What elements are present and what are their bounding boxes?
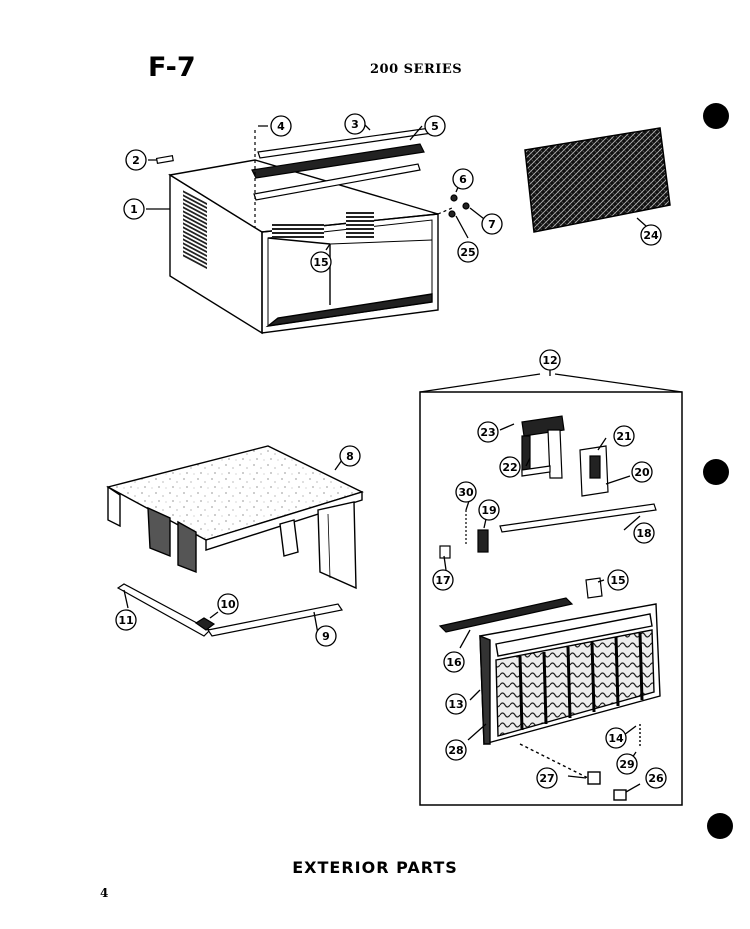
binder-hole-marker	[703, 103, 729, 129]
callout-4: 4	[277, 120, 285, 133]
callout-30: 30	[458, 486, 474, 499]
callout-15: 15	[313, 256, 328, 269]
callout-20: 20	[634, 466, 650, 479]
callout-2: 2	[132, 154, 140, 167]
callout-7: 7	[488, 218, 496, 231]
callout-11: 11	[118, 614, 133, 627]
outer-case-cover	[106, 445, 364, 590]
callout-19: 19	[481, 504, 496, 517]
callout-10: 10	[220, 598, 236, 611]
callout-25: 25	[460, 246, 475, 259]
callout-29: 29	[619, 758, 634, 771]
cabinet-shell	[168, 159, 439, 335]
control-panel-parts	[438, 415, 657, 633]
fastener-parts	[155, 130, 470, 228]
front-grille-panel	[479, 603, 661, 801]
air-filter-panel	[524, 127, 671, 233]
figure-code: F-7	[148, 52, 196, 83]
callout-24: 24	[643, 229, 659, 242]
page-number: 4	[100, 886, 109, 900]
series-label: 200 SERIES	[370, 62, 463, 77]
binder-hole-marker	[707, 813, 733, 839]
binder-hole-marker	[703, 459, 729, 485]
callout-9: 9	[322, 630, 330, 643]
callout-3: 3	[351, 118, 359, 131]
callout-14: 14	[608, 732, 624, 745]
callout-28: 28	[448, 744, 463, 757]
assembly-frame	[419, 391, 683, 806]
callout-6: 6	[459, 173, 467, 186]
diagram-caption: EXTERIOR PARTS	[292, 858, 458, 877]
callout-26: 26	[648, 772, 664, 785]
callout-18: 18	[636, 527, 651, 540]
callout-16: 16	[446, 656, 462, 669]
callout-21: 21	[616, 430, 631, 443]
callout-8: 8	[346, 450, 354, 463]
callout-23: 23	[480, 426, 495, 439]
top-rail-strips	[251, 127, 433, 201]
base-rails	[116, 583, 343, 637]
callout-group: 2 1 4 3 5 6 7 25 15 24 8 11 10 9 12 23 2…	[115, 113, 667, 793]
callout-13: 13	[448, 698, 463, 711]
callout-27: 27	[539, 772, 554, 785]
callout-17: 17	[435, 574, 450, 587]
callout-12: 12	[542, 354, 557, 367]
callout-5: 5	[431, 120, 439, 133]
callout-22: 22	[502, 461, 517, 474]
callout-15-assembly: 15	[610, 574, 625, 587]
callout-1: 1	[130, 203, 138, 216]
